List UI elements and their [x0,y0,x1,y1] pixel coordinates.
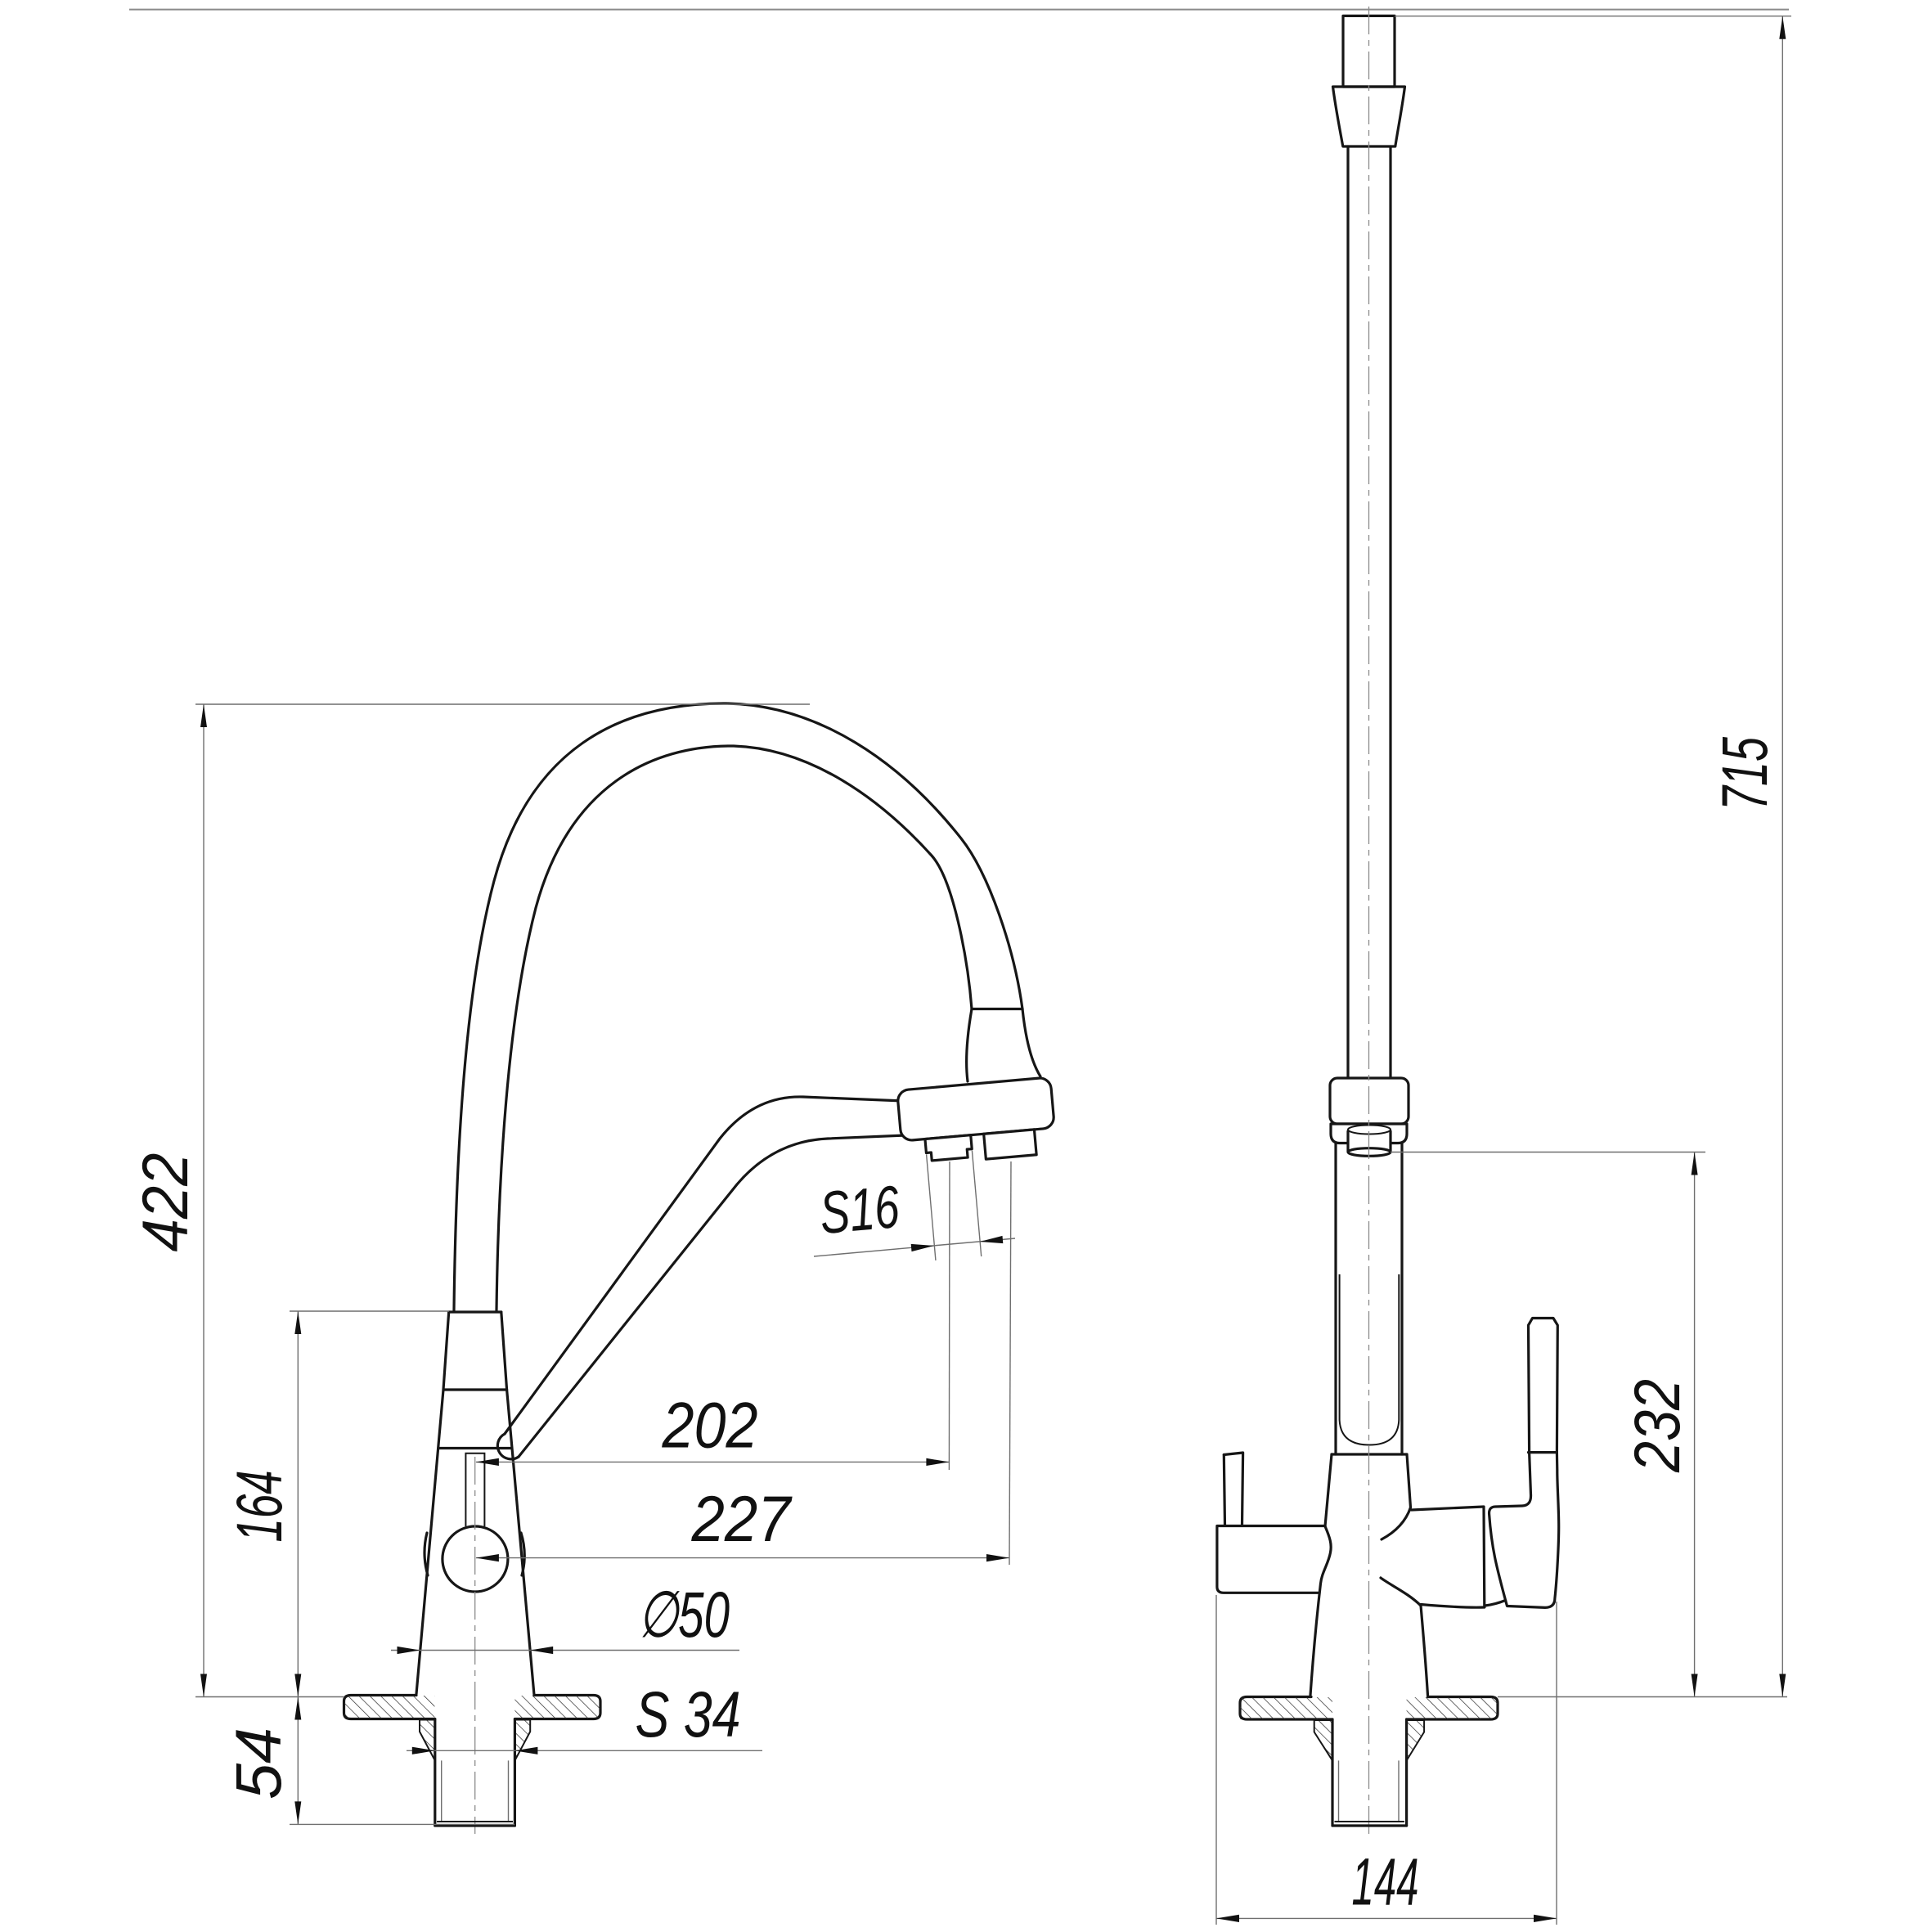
svg-text:202: 202 [662,1388,758,1461]
svg-text:422: 422 [128,1153,201,1252]
svg-text:227: 227 [691,1482,793,1555]
svg-text:∅50: ∅50 [638,1578,730,1651]
svg-text:S16: S16 [817,1174,902,1247]
svg-text:S 34: S 34 [636,1678,741,1750]
svg-text:144: 144 [1352,1844,1419,1919]
svg-text:715: 715 [1708,736,1781,811]
svg-text:54: 54 [222,1728,294,1799]
svg-text:164: 164 [222,1471,295,1543]
svg-text:232: 232 [1620,1379,1693,1473]
